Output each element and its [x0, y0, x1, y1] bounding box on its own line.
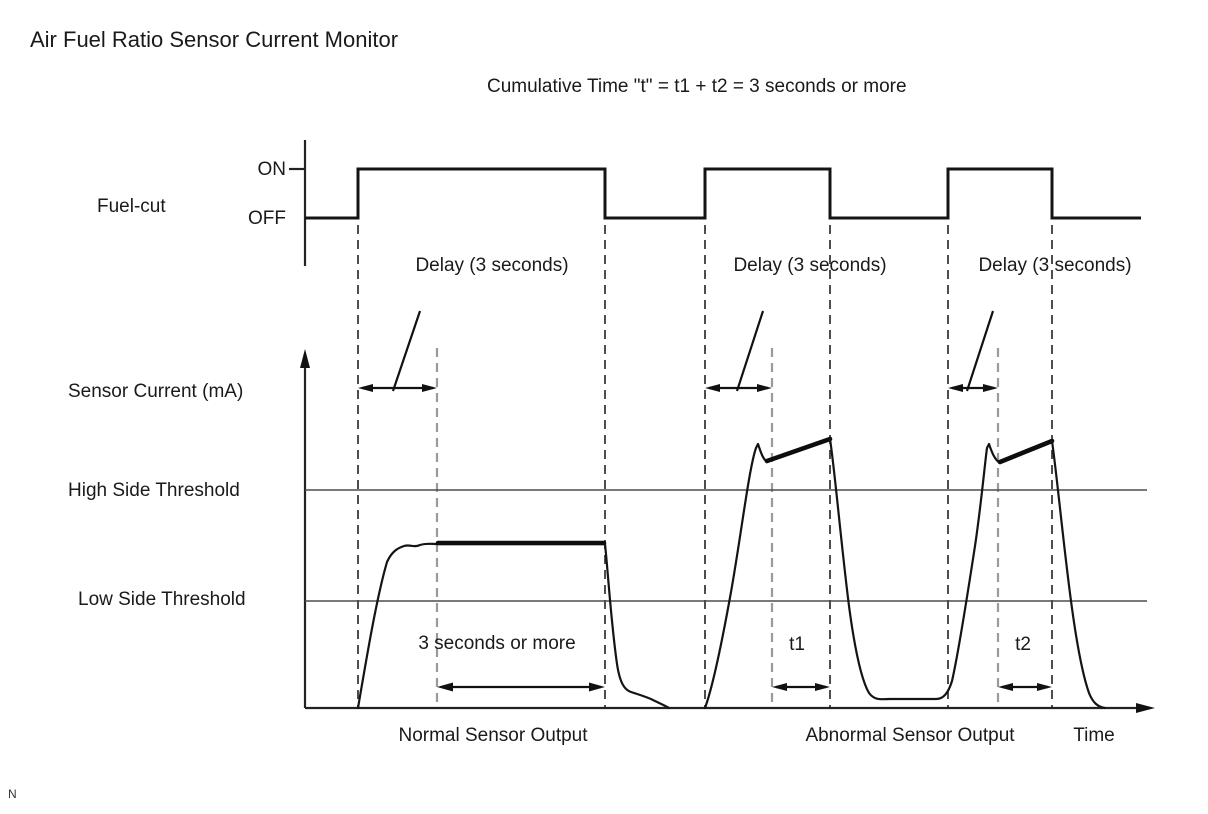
delay-slash-1 [391, 310, 422, 392]
low-side-threshold-label: Low Side Threshold [78, 589, 246, 610]
on-level-label: ON [257, 159, 287, 180]
high-side-threshold-label: High Side Threshold [68, 480, 240, 501]
delay-label-1: Delay (3 seconds) [415, 255, 569, 276]
delay-slash-3 [965, 310, 995, 392]
off-level-label: OFF [248, 208, 286, 229]
abnormal-measured-segment-t2 [997, 438, 1055, 465]
delay-label-2: Delay (3 seconds) [733, 255, 887, 276]
normal-sensor-waveform [356, 540, 671, 710]
normal-sensor-output-label: Normal Sensor Output [398, 725, 588, 746]
time-axis-label: Time [1073, 725, 1115, 746]
t2-label: t2 [1015, 634, 1031, 655]
delay-end-dashed-lines [435, 348, 1000, 708]
fuel-cut-label: Fuel-cut [97, 196, 166, 217]
cumulative-time-annotation: Cumulative Time "t" = t1 + t2 = 3 second… [487, 76, 907, 97]
delay-arrow-3 [948, 310, 998, 392]
y-axis-arrowhead [300, 349, 310, 368]
abnormal-sensor-waveform [703, 436, 1107, 710]
page-title: Air Fuel Ratio Sensor Current Monitor [30, 27, 399, 52]
fuel-cut-axis [289, 140, 307, 266]
pulse-edge-dashed-lines [357, 225, 1053, 708]
normal-duration-label: 3 seconds or more [418, 633, 576, 654]
abnormal-sensor-output-label: Abnormal Sensor Output [805, 725, 1015, 746]
delay-arrow-2 [705, 310, 772, 392]
page-marker: N [8, 787, 17, 801]
delay-arrow-1 [358, 310, 437, 392]
time-axis [305, 703, 1155, 713]
delay-label-3: Delay (3 seconds) [978, 255, 1132, 276]
fuel-cut-waveform [305, 167, 1141, 220]
x-axis-arrowhead [1136, 703, 1155, 713]
t2-arrow [998, 683, 1052, 691]
sensor-current-axis-label: Sensor Current (mA) [68, 381, 244, 402]
abnormal-measured-segment-t1 [764, 436, 833, 464]
t1-arrow [772, 683, 830, 691]
normal-duration-arrow [437, 682, 605, 692]
sensor-current-axis [300, 349, 310, 708]
delay-slash-2 [735, 310, 765, 392]
t1-label: t1 [789, 634, 805, 655]
